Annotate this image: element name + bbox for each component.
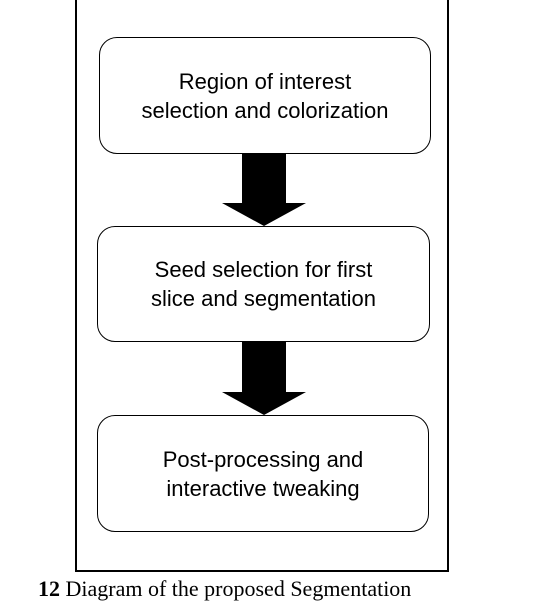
- step-label: Post-processing and interactive tweaking: [162, 446, 364, 501]
- figure-number: 12: [38, 576, 60, 601]
- step-box-post-processing: Post-processing and interactive tweaking: [97, 415, 429, 532]
- down-arrow-icon: [222, 153, 306, 226]
- step-box-roi-selection: Region of interest selection and coloriz…: [99, 37, 431, 154]
- step-label: Seed selection for first slice and segme…: [150, 257, 377, 311]
- step-box-seed-selection: Seed selection for first slice and segme…: [97, 226, 430, 342]
- down-arrow-icon: [222, 342, 306, 415]
- figure-caption: 12 Diagram of the proposed Segmentation: [38, 576, 411, 602]
- figure-caption-text: Diagram of the proposed Segmentation: [65, 576, 412, 601]
- diagram-frame: [75, 0, 449, 572]
- step-label: Region of interest selection and coloriz…: [141, 68, 389, 123]
